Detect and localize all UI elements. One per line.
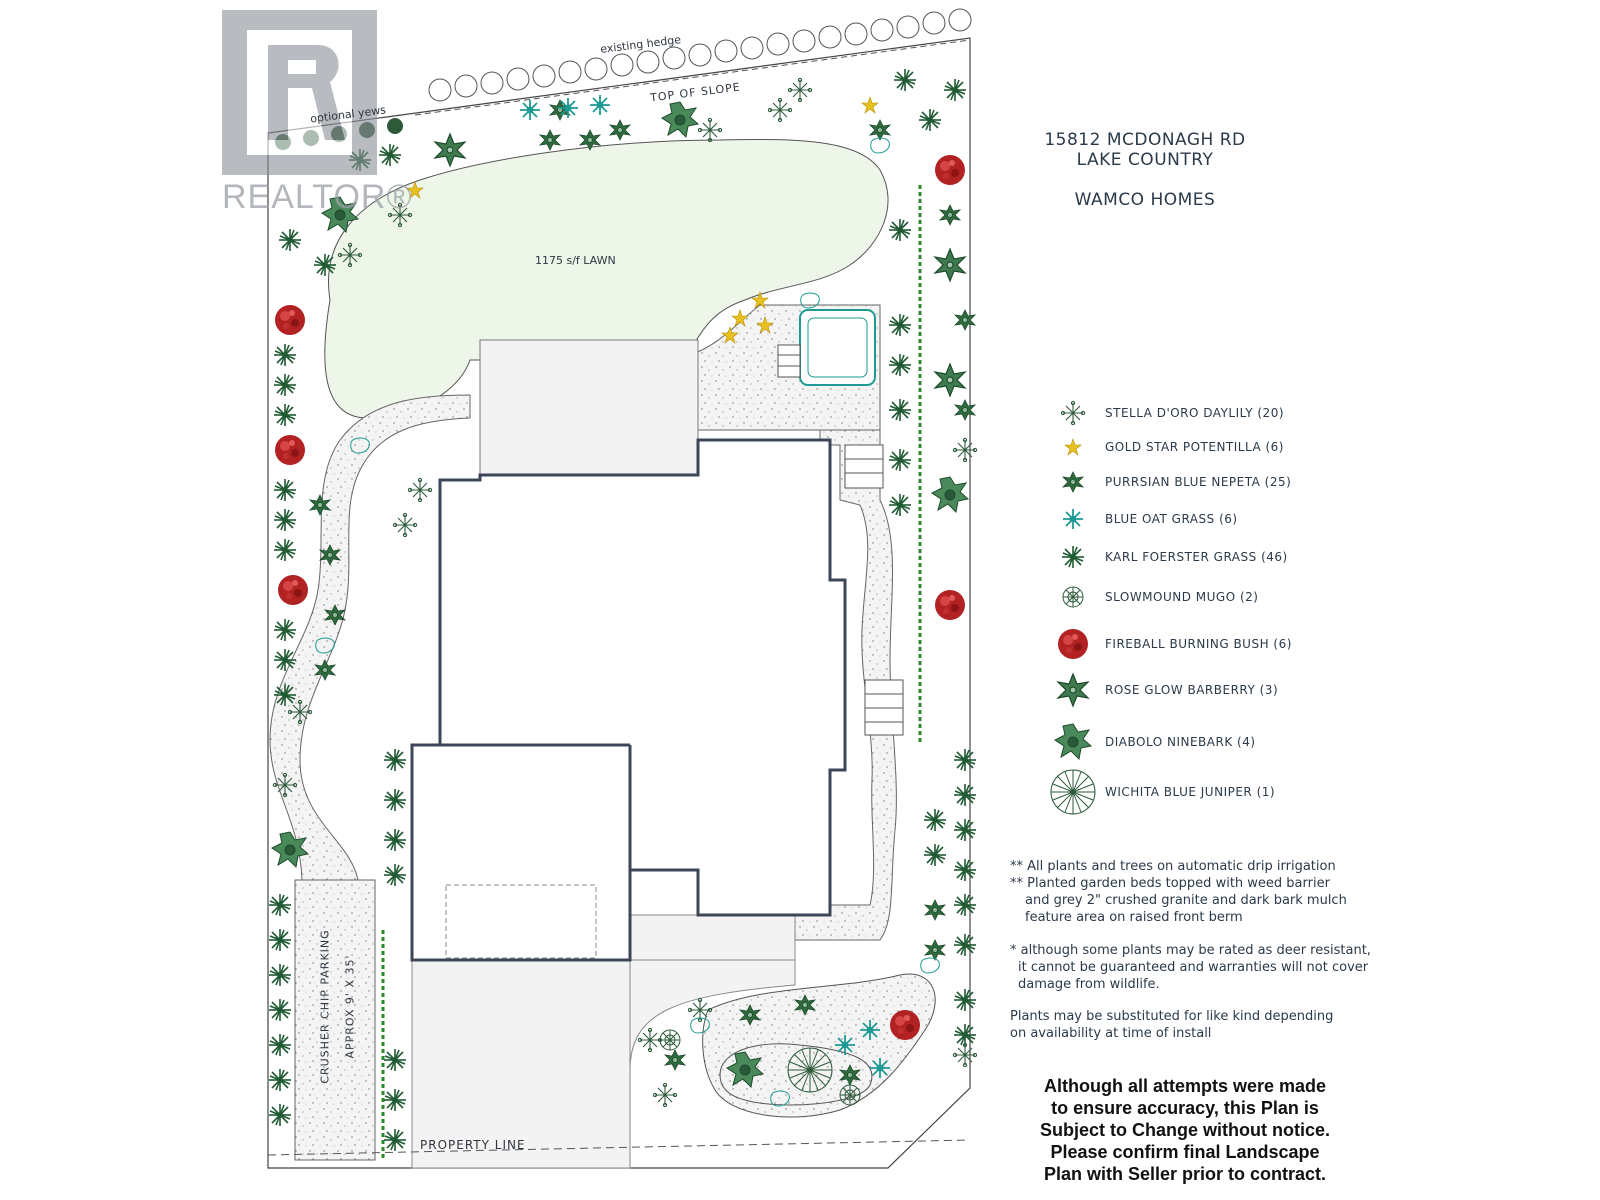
legend-label-potentilla: GOLD STAR POTENTILLA (6) (1105, 440, 1284, 454)
legend-label-mugo: SLOWMOUND MUGO (2) (1105, 590, 1259, 604)
stairs-upper (844, 444, 884, 489)
parking-size-label: APPROX 9' X 35' (343, 954, 357, 1059)
note-irrigation: ** All plants and trees on automatic dri… (1010, 859, 1336, 874)
disclaimer-line: Subject to Change without notice. (1040, 1120, 1330, 1140)
legend-label-karl-foerster: KARL FOERSTER GRASS (46) (1105, 550, 1288, 564)
builder-name: WAMCO HOMES (1074, 190, 1216, 210)
note-feature-area: feature area on raised front berm (1025, 910, 1243, 925)
realtor-logo (222, 10, 377, 175)
address-line-2: LAKE COUNTRY (1076, 150, 1214, 170)
note-garden-beds: ** Planted garden beds topped with weed … (1010, 876, 1330, 891)
watermark-text: REALTOR® (222, 178, 413, 216)
note-granite: and grey 2" crushed granite and dark bar… (1025, 893, 1347, 908)
legend-label-juniper: WICHITA BLUE JUNIPER (1) (1105, 785, 1276, 799)
deck (479, 339, 699, 476)
disclaimer-line: to ensure accuracy, this Plan is (1051, 1098, 1319, 1118)
front-berm (702, 973, 936, 1118)
disclaimer: Although all attempts were made to ensur… (1010, 1075, 1360, 1185)
note-warranty: it cannot be guaranteed and warranties w… (1018, 960, 1369, 975)
property-line (267, 1139, 971, 1156)
legend-label-blue-oat-grass: BLUE OAT GRASS (6) (1105, 512, 1238, 526)
lawn-label: 1175 s/f LAWN (535, 254, 616, 267)
disclaimer-line: Plan with Seller prior to contract. (1043, 1164, 1327, 1184)
legend-label-barberry: ROSE GLOW BARBERRY (3) (1105, 683, 1279, 697)
top-of-slope-line (414, 39, 971, 116)
house-footprint (410, 438, 847, 962)
note-substitution: Plants may be substituted for like kind … (1010, 1009, 1334, 1024)
legend-label-nepeta: PURRSIAN BLUE NEPETA (25) (1105, 475, 1292, 489)
parking-label: CRUSHER CHIP PARKING (318, 929, 332, 1084)
parking-area (294, 879, 376, 1161)
note-deer: * although some plants may be rated as d… (1010, 943, 1371, 958)
disclaimer-line: Although all attempts were made (1043, 1076, 1327, 1096)
hot-tub (777, 309, 876, 386)
legend-label-burning-bush: FIREBALL BURNING BUSH (6) (1105, 637, 1292, 651)
garage-door (445, 884, 597, 959)
legend-label-ninebark: DIABOLO NINEBARK (4) (1105, 735, 1256, 749)
stairs-lower (864, 679, 904, 736)
address-line-1: 15812 MCDONAGH RD (1044, 130, 1246, 150)
legend-symbols (1050, 400, 1096, 815)
driveway-lower (411, 959, 631, 1169)
note-availability: on availability at time of install (1010, 1026, 1212, 1041)
legend-label-daylily: STELLA D'ORO DAYLILY (20) (1105, 406, 1285, 420)
disclaimer-line: Please confirm final Landscape (1050, 1142, 1320, 1162)
property-line-label: PROPERTY LINE (420, 1138, 526, 1152)
note-wildlife: damage from wildlife. (1018, 977, 1160, 992)
property-boundary (267, 37, 971, 1169)
